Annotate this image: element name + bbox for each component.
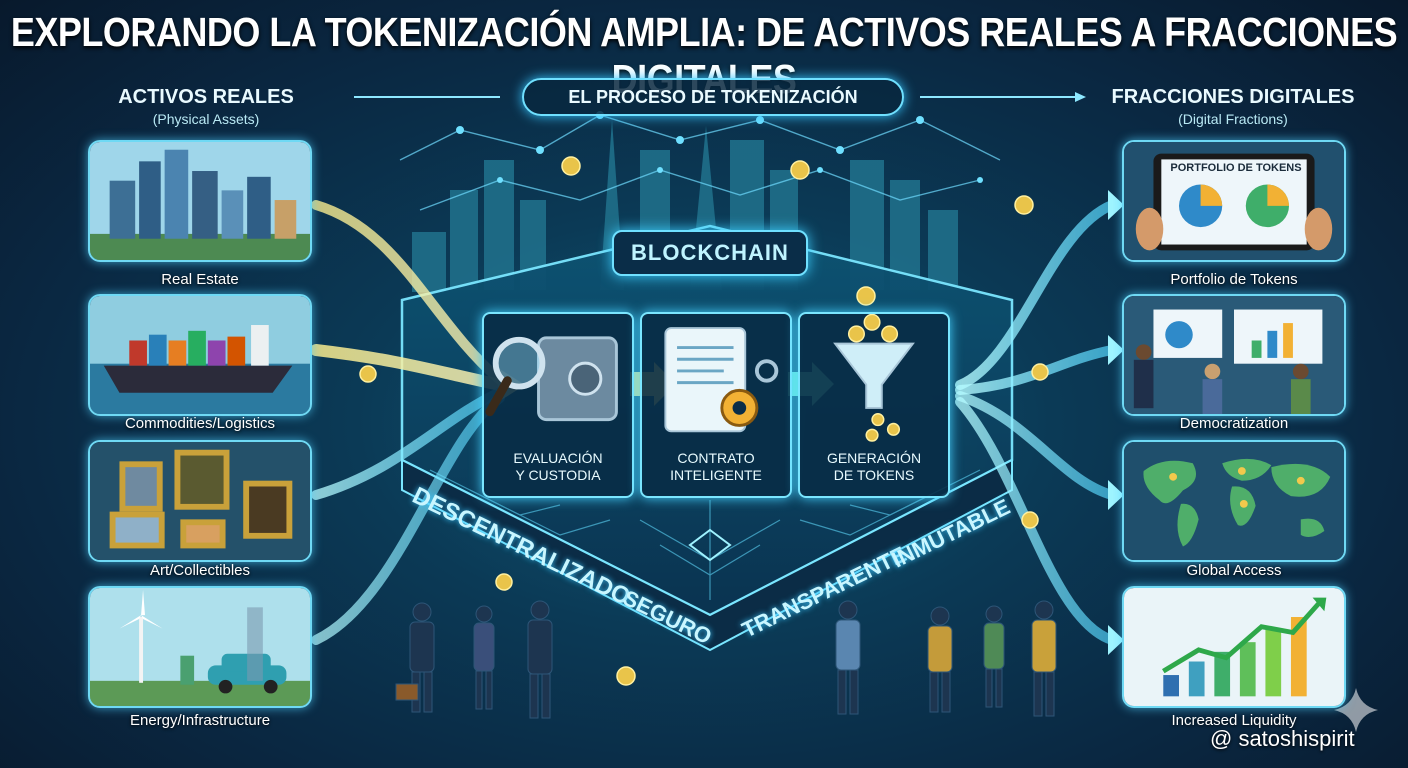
step-contract-line1: CONTRATO xyxy=(677,450,755,466)
step-smart-contract-label: CONTRATO INTELIGENTE xyxy=(642,450,790,484)
outcome-card-liquidity xyxy=(1122,586,1346,708)
asset-label-real-estate: Real Estate xyxy=(161,271,239,288)
outcome-label-democratization: Democratization xyxy=(1179,415,1289,432)
asset-label-art: Art/Collectibles xyxy=(149,562,251,579)
world-map-icon xyxy=(1124,442,1344,560)
step-contract-line2: INTELIGENTE xyxy=(670,467,762,483)
page-title: EXPLORANDO LA TOKENIZACIÓN AMPLIA: DE AC… xyxy=(10,8,1398,102)
wind-turbine-icon xyxy=(90,588,310,706)
asset-label-energy: Energy/Infrastructure xyxy=(129,712,271,729)
outcome-label-portfolio: Portfolio de Tokens xyxy=(1170,271,1298,288)
paintings-icon xyxy=(90,442,310,560)
step-token-generation: GENERACIÓN DE TOKENS xyxy=(798,312,950,498)
right-heading-sub: (Digital Fractions) xyxy=(1178,111,1288,127)
step-token-line1: GENERACIÓN xyxy=(826,450,922,466)
magnifier-vault-icon xyxy=(485,336,618,422)
people-silhouettes xyxy=(395,600,1057,719)
process-heading: EL PROCESO DE TOKENIZACIÓN xyxy=(522,78,904,116)
step-evaluation-line2: Y CUSTODIA xyxy=(515,467,601,483)
output-flows xyxy=(955,190,1124,655)
cargo-ship-icon xyxy=(90,296,310,414)
outcome-label-liquidity: Increased Liquidity xyxy=(1171,712,1297,729)
city-skyline-icon xyxy=(90,142,310,260)
step-token-line2: DE TOKENS xyxy=(833,467,915,483)
step-evaluation-label: EVALUACIÓN Y CUSTODIA xyxy=(484,450,632,484)
left-section-heading: ACTIVOS REALES (Physical Assets) xyxy=(96,86,316,127)
blockchain-label: BLOCKCHAIN xyxy=(612,230,808,276)
contract-gears-icon xyxy=(664,327,779,433)
step-evaluation-line1: EVALUACIÓN xyxy=(513,450,603,466)
people-meeting-icon xyxy=(1124,296,1344,414)
asset-card-art xyxy=(88,440,312,562)
portfolio-screen-title: PORTFOLIO DE TOKENS xyxy=(1170,162,1302,174)
left-heading-main: ACTIVOS REALES xyxy=(118,86,294,108)
header-arrow xyxy=(354,92,1086,102)
step-smart-contract: CONTRATO INTELIGENTE xyxy=(640,312,792,498)
asset-card-commodities xyxy=(88,294,312,416)
left-heading-sub: (Physical Assets) xyxy=(152,111,260,127)
right-section-heading: FRACCIONES DIGITALES (Digital Fractions) xyxy=(1098,86,1368,127)
tablet-portfolio-icon xyxy=(1124,142,1344,260)
outcome-card-democratization xyxy=(1122,294,1346,416)
step-token-generation-label: GENERACIÓN DE TOKENS xyxy=(800,450,948,484)
asset-card-real-estate xyxy=(88,140,312,262)
outcome-label-global-access: Global Access xyxy=(1186,562,1282,579)
step-evaluation: EVALUACIÓN Y CUSTODIA xyxy=(482,312,634,498)
asset-label-commodities: Commodities/Logistics xyxy=(124,415,276,432)
token-funnel-icon xyxy=(833,314,915,442)
sparkle-icon xyxy=(1334,688,1378,732)
coin-decorations xyxy=(359,156,1049,686)
asset-card-energy xyxy=(88,586,312,708)
outcome-card-global-access xyxy=(1122,440,1346,562)
outcome-card-portfolio: PORTFOLIO DE TOKENS xyxy=(1122,140,1346,262)
right-heading-main: FRACCIONES DIGITALES xyxy=(1111,86,1355,108)
watermark: @ satoshispirit xyxy=(1210,726,1355,751)
growth-chart-icon xyxy=(1124,588,1344,706)
